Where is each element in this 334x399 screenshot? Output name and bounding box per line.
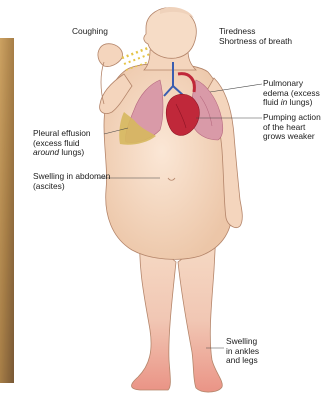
human-figure [98, 7, 242, 392]
label-swelling-abdomen: Swelling in abdomen (ascites) [33, 172, 110, 191]
label-pleural-effusion: Pleural effusion (excess fluid around lu… [33, 129, 91, 158]
fist [98, 44, 123, 67]
label-symptoms-top: Tiredness Shortness of breath [219, 27, 292, 46]
label-pumping-action: Pumping action of the heart grows weaker [263, 113, 321, 142]
label-swelling-ankles: Swelling in ankles and legs [226, 337, 259, 366]
head [144, 8, 196, 59]
label-coughing: Coughing [72, 27, 108, 37]
label-pulmonary-edema: Pulmonary edema (excess fluid in lungs) [263, 79, 320, 108]
background-photo-edge [0, 38, 14, 383]
label-shortness-of-breath: Shortness of breath [219, 37, 292, 47]
